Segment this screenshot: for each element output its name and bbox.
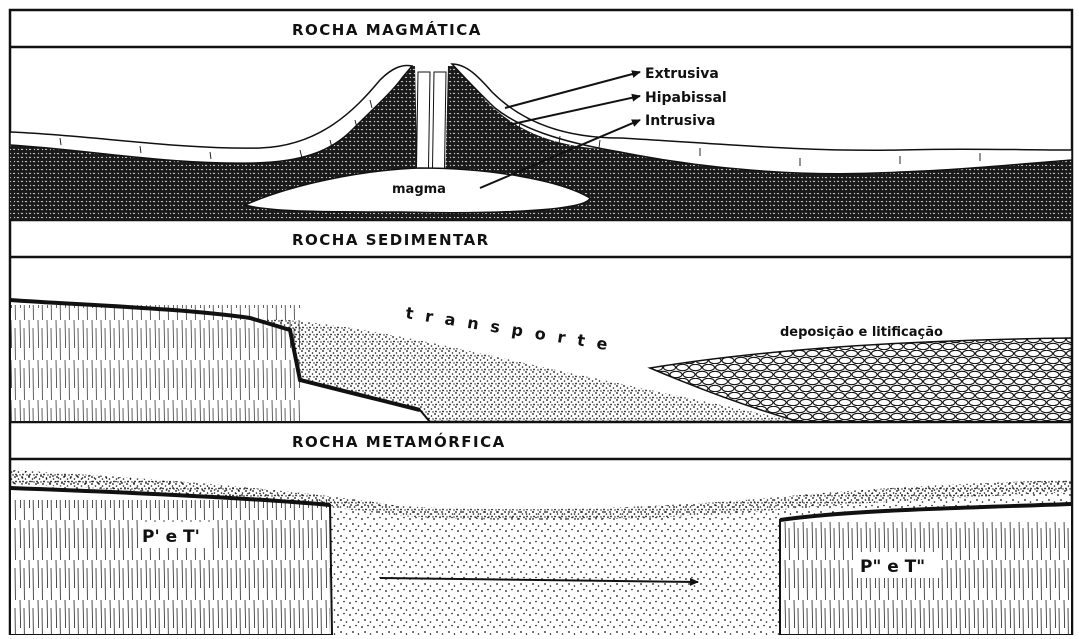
metamorphic-title: ROCHA METAMÓRFICA (292, 432, 506, 451)
magmatic-panel (10, 64, 1072, 220)
cliff-fractures (10, 305, 300, 422)
label-deposition: deposição e litificação (780, 325, 943, 340)
arrow-extrusive (505, 72, 640, 108)
label-magma: magma (392, 182, 446, 197)
sedimentary-panel (10, 300, 1072, 422)
sedimentary-title: ROCHA SEDIMENTAR (292, 231, 490, 249)
label-extrusive: Extrusiva (645, 66, 719, 82)
magmatic-title: ROCHA MAGMÁTICA (292, 20, 482, 39)
label-hypabyssal: Hipabissal (645, 90, 727, 106)
block-fractures (12, 500, 330, 635)
label-pt-left: P' e T' (142, 527, 200, 547)
label-intrusive: Intrusiva (645, 113, 715, 129)
arrow-hypabyssal (508, 96, 640, 125)
block-fractures (782, 522, 1072, 635)
label-pt-right: P" e T" (860, 557, 925, 577)
